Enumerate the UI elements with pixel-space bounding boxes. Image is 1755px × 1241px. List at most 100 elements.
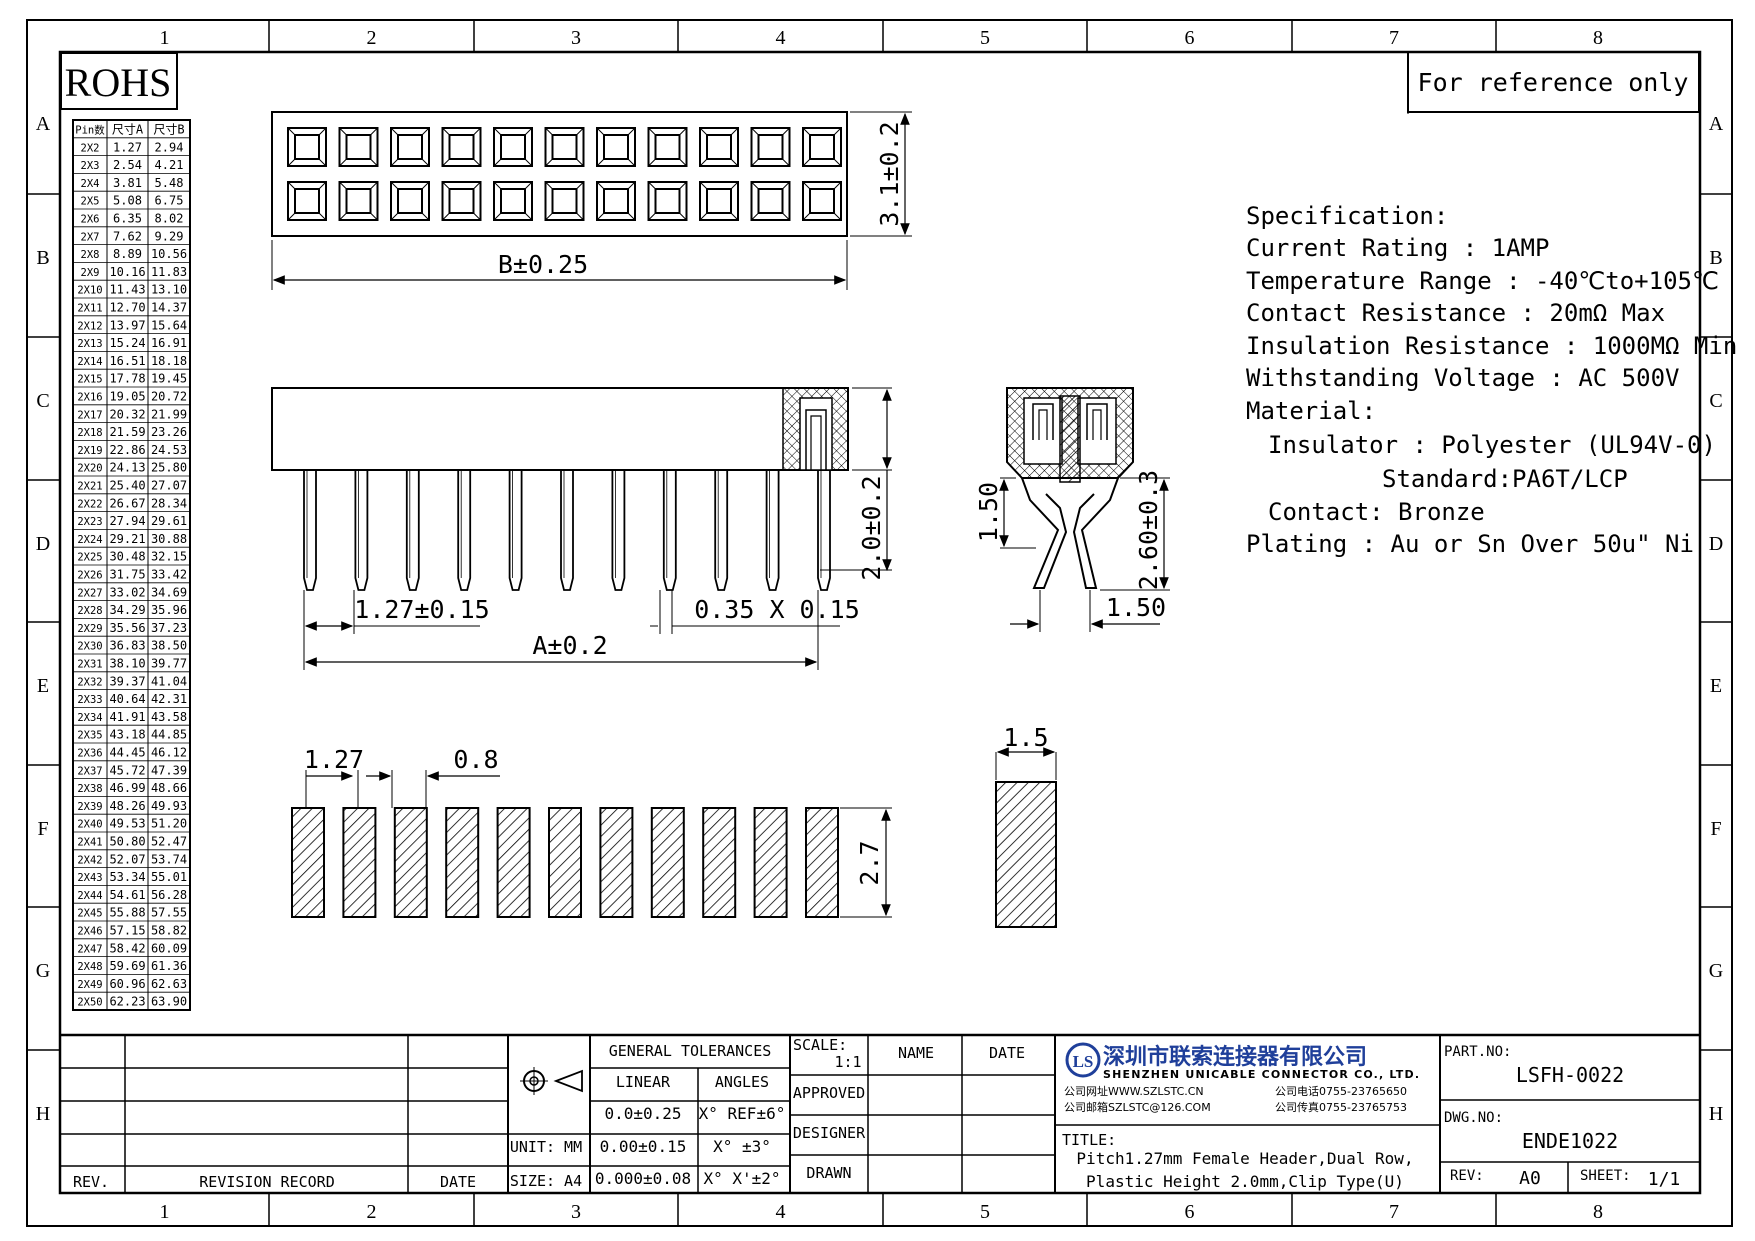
pin-table-cell: 44.45: [109, 746, 145, 760]
pin-table-cell: 31.75: [109, 568, 145, 582]
pad-pitch-dim: 1.27: [304, 745, 364, 774]
pin-table-cell: 20.72: [151, 390, 187, 404]
pin-table-cell: 10.56: [151, 247, 187, 261]
pin-table-cell: 2X19: [77, 445, 102, 457]
reference-note: For reference only: [1418, 68, 1689, 97]
contact-cavity: [493, 127, 533, 167]
zone-col-label: 3: [571, 27, 581, 49]
pin-table-cell: 2X34: [77, 712, 102, 724]
contact-cavity: [441, 127, 482, 167]
top-width-dim: B±0.25: [498, 250, 588, 279]
pin-table-cell: 48.26: [109, 799, 145, 813]
company-logo-icon: LS: [1065, 1042, 1101, 1078]
title-line-1: Pitch1.27mm Female Header,Dual Row,: [1076, 1149, 1413, 1168]
title-block: REV. REVISION RECORD DATE UNIT: MM SIZE:…: [60, 1033, 1700, 1193]
pin: [662, 470, 677, 591]
revision-record-header: REVISION RECORD: [199, 1173, 334, 1191]
designer-label: DESIGNER: [793, 1124, 866, 1142]
contact-cavity: [647, 127, 688, 167]
pin-table-cell: 16.51: [109, 354, 145, 368]
zone-row-label: B: [1709, 247, 1722, 269]
pin-table-cell: 2X12: [77, 320, 102, 332]
pin-table-cell: 46.12: [151, 746, 187, 760]
spec-title: Specification:: [1246, 202, 1448, 230]
pin-table-cell: 2X2: [81, 142, 100, 154]
linear-header: LINEAR: [616, 1073, 671, 1091]
pin-table-cell: 34.69: [151, 585, 187, 599]
pin-table-header: 尺寸B: [153, 123, 184, 137]
company-phone: 公司电话0755-23765650: [1275, 1085, 1407, 1098]
pin-table-cell: 2X49: [77, 979, 102, 991]
zone-col-label: 5: [980, 1201, 990, 1223]
pin-table-cell: 49.93: [151, 799, 187, 813]
pin-table-cell: 43.18: [109, 728, 145, 742]
pin-table-cell: 6.75: [155, 194, 184, 208]
pin-table-cell: 47.39: [151, 763, 187, 777]
pin-table-cell: 2X31: [77, 659, 102, 671]
side-view: 2.0±0.2 1.27±0.15 0.35 X 0.15 A±0.2: [271, 387, 892, 670]
rev-value: A0: [1519, 1168, 1541, 1189]
date2-header: DATE: [989, 1044, 1025, 1062]
pin-table-cell: 2X25: [77, 552, 102, 564]
zone-row-label: D: [36, 533, 50, 555]
pin-table-cell: 35.56: [109, 621, 145, 635]
pin-table-cell: 39.77: [151, 657, 187, 671]
contact-cavity: [802, 127, 842, 167]
contact-cavity: [338, 181, 379, 221]
dwg-no-value: ENDE1022: [1522, 1129, 1618, 1153]
contact-cavity: [390, 181, 430, 221]
contact-cavity: [699, 181, 739, 221]
spec-voltage: Withstanding Voltage : AC 500V: [1246, 364, 1679, 392]
side-pad: 1.5: [995, 723, 1057, 928]
spec-temperature: Temperature Range : -40℃to+105℃: [1246, 267, 1719, 295]
pin-table-cell: 2X26: [77, 570, 102, 582]
pin-table-cell: 18.18: [151, 354, 187, 368]
pin-table-cell: 41.04: [151, 674, 187, 688]
pin-table-cell: 42.31: [151, 692, 187, 706]
tol-angle-2: X° ±3°: [713, 1137, 771, 1156]
pin-table-cell: 43.58: [151, 710, 187, 724]
company-name-en: SHENZHEN UNICABLE CONNECTOR CO., LTD.: [1103, 1068, 1419, 1081]
zone-col-label: 5: [980, 27, 990, 49]
scale-value: 1:1: [834, 1053, 861, 1071]
pin-table-cell: 12.70: [109, 301, 145, 315]
pin-table-cell: 2X22: [77, 498, 102, 510]
pin-table-cell: 56.28: [151, 888, 187, 902]
zone-row-label: H: [36, 1103, 50, 1125]
pin-table-cell: 2X33: [77, 694, 102, 706]
pin-table-cell: 2X14: [77, 356, 102, 368]
pin-table-cell: 2X29: [77, 623, 102, 635]
pin-table-cell: 21.59: [109, 425, 145, 439]
side-view-body: [271, 387, 849, 471]
pin: [560, 470, 574, 591]
pin-table-cell: 40.64: [109, 692, 145, 706]
sheet-label: SHEET:: [1580, 1168, 1631, 1184]
part-no-label: PART.NO:: [1444, 1044, 1511, 1060]
pin-table-cell: 2X24: [77, 534, 102, 546]
pin-table-cell: 10.16: [109, 265, 145, 279]
pin-table-cell: 37.23: [151, 621, 187, 635]
tol-angle-1: X° REF±6°: [699, 1104, 786, 1123]
pin-table-cell: 29.21: [109, 532, 145, 546]
contact-cavity: [647, 181, 688, 221]
pin-table-cell: 59.69: [109, 959, 145, 973]
pitch-dim: 1.27±0.15: [354, 595, 489, 624]
pcb-pad: [805, 807, 839, 918]
part-no-value: LSFH-0022: [1516, 1063, 1624, 1087]
pin-table-cell: 27.94: [109, 514, 145, 528]
pin-table-cell: 2X47: [77, 943, 102, 955]
pad-height-dim: 2.7: [855, 840, 884, 885]
zone-grid: [27, 20, 1732, 1226]
company-fax: 公司传真0755-23765753: [1275, 1100, 1407, 1114]
contact-cavity: [699, 127, 739, 167]
pin-table-cell: 27.07: [151, 479, 187, 493]
pin-table-cell: 2X13: [77, 338, 102, 350]
pin-table-cell: 2X11: [77, 303, 102, 315]
zone-row-label: B: [36, 247, 49, 269]
contact-cavity: [493, 181, 533, 221]
company-website: 公司网址WWW.SZLSTC.CN: [1064, 1084, 1204, 1098]
pin-table-cell: 13.10: [151, 283, 187, 297]
tol-angle-3: X° X'±2°: [703, 1169, 780, 1188]
pin-table-cell: 2X45: [77, 908, 102, 920]
